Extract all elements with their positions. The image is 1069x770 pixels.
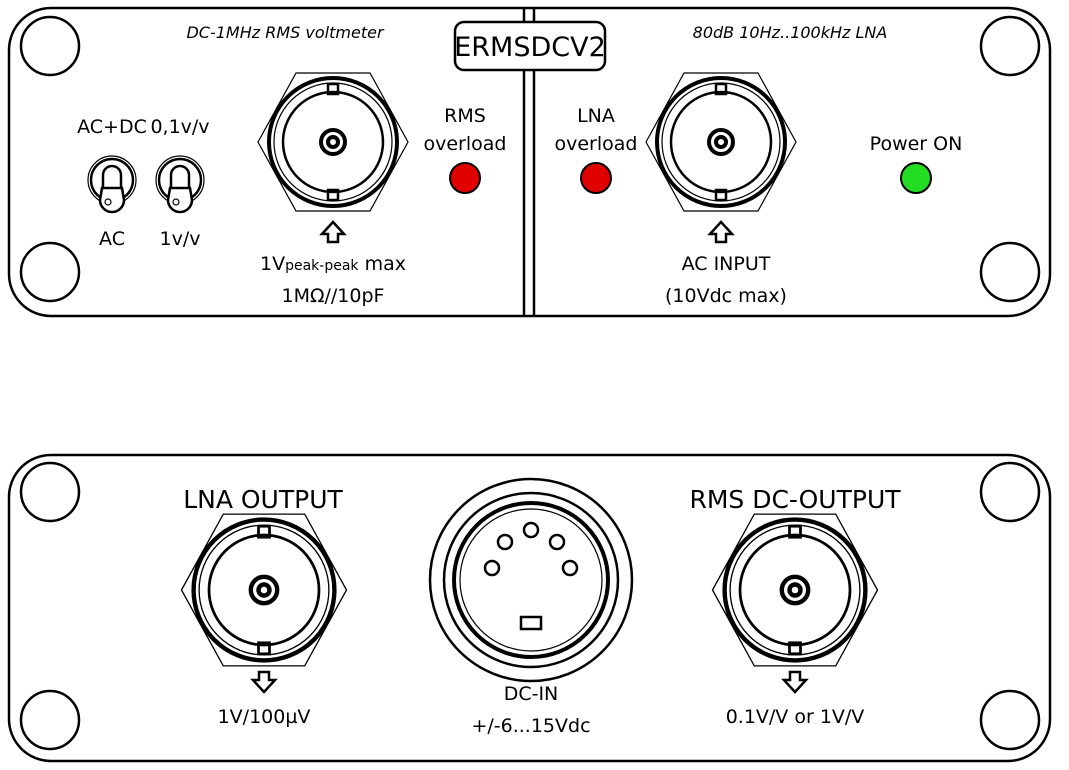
rms-overload-label-2: overload (424, 133, 507, 155)
mounting-hole (19, 689, 81, 751)
rms-input-impedance-label: 1MΩ//10pF (282, 285, 385, 307)
arrow-down-icon (251, 670, 277, 694)
back-panel: LNA OUTPUT 1V/100µV DC-IN +/-6...15Vdc R… (7, 453, 1052, 763)
left-section-title: DC-1MHz RMS voltmeter (186, 23, 384, 42)
front-panel: DC-1MHz RMS voltmeter 80dB 10Hz..100kHz … (7, 6, 1052, 318)
front-panel-outline (7, 6, 1052, 318)
gain-switch-bottom-label: 1v/v (160, 228, 201, 250)
dc-in-label: DC-IN (504, 683, 559, 705)
rms-output-bnc-connector[interactable] (713, 514, 878, 666)
power-on-label: Power ON (870, 133, 963, 155)
model-badge (453, 20, 607, 72)
lna-overload-label: LNA (577, 105, 615, 127)
right-section-title: 80dB 10Hz..100kHz LNA (693, 23, 888, 42)
rms-input-max-label: 1Vpeak-peak max (260, 253, 406, 275)
model-badge-text: ERMSDCV2 (454, 32, 606, 63)
power-on-led (900, 162, 932, 194)
ac-input-label: AC INPUT (682, 253, 771, 275)
dc-in-voltage-label: +/-6...15Vdc (471, 715, 590, 737)
coupling-switch-bottom-label: AC (99, 228, 125, 250)
mounting-hole (979, 461, 1041, 523)
rms-overload-led (449, 162, 481, 194)
gain-switch-top-label: 0,1v/v (150, 116, 209, 138)
mounting-hole (979, 15, 1041, 77)
coupling-switch-top-label: AC+DC (77, 116, 147, 138)
mounting-hole (979, 689, 1041, 751)
rms-overload-label: RMS (444, 105, 486, 127)
mounting-hole (19, 15, 81, 77)
gain-toggle-switch[interactable] (154, 154, 206, 214)
ac-input-bnc-connector[interactable] (644, 71, 798, 213)
mounting-hole (19, 241, 81, 303)
mounting-hole (19, 461, 81, 523)
lna-overload-label-2: overload (555, 133, 638, 155)
arrow-up-icon (708, 220, 734, 244)
lna-output-bnc-connector[interactable] (182, 514, 347, 666)
back-panel-outline (7, 453, 1052, 763)
lna-output-gain-label: 1V/100µV (218, 706, 311, 728)
rms-output-gain-label: 0.1V/V or 1V/V (726, 706, 865, 728)
rms-output-title: RMS DC-OUTPUT (689, 485, 901, 514)
coupling-toggle-switch[interactable] (86, 154, 138, 214)
lna-output-title: LNA OUTPUT (183, 485, 343, 514)
dc-in-din-connector[interactable] (428, 477, 634, 683)
arrow-up-icon (320, 220, 346, 244)
mounting-hole (979, 241, 1041, 303)
arrow-down-icon (782, 670, 808, 694)
ac-input-max-label: (10Vdc max) (665, 285, 787, 307)
lna-overload-led (580, 162, 612, 194)
rms-input-bnc-connector[interactable] (256, 71, 410, 213)
